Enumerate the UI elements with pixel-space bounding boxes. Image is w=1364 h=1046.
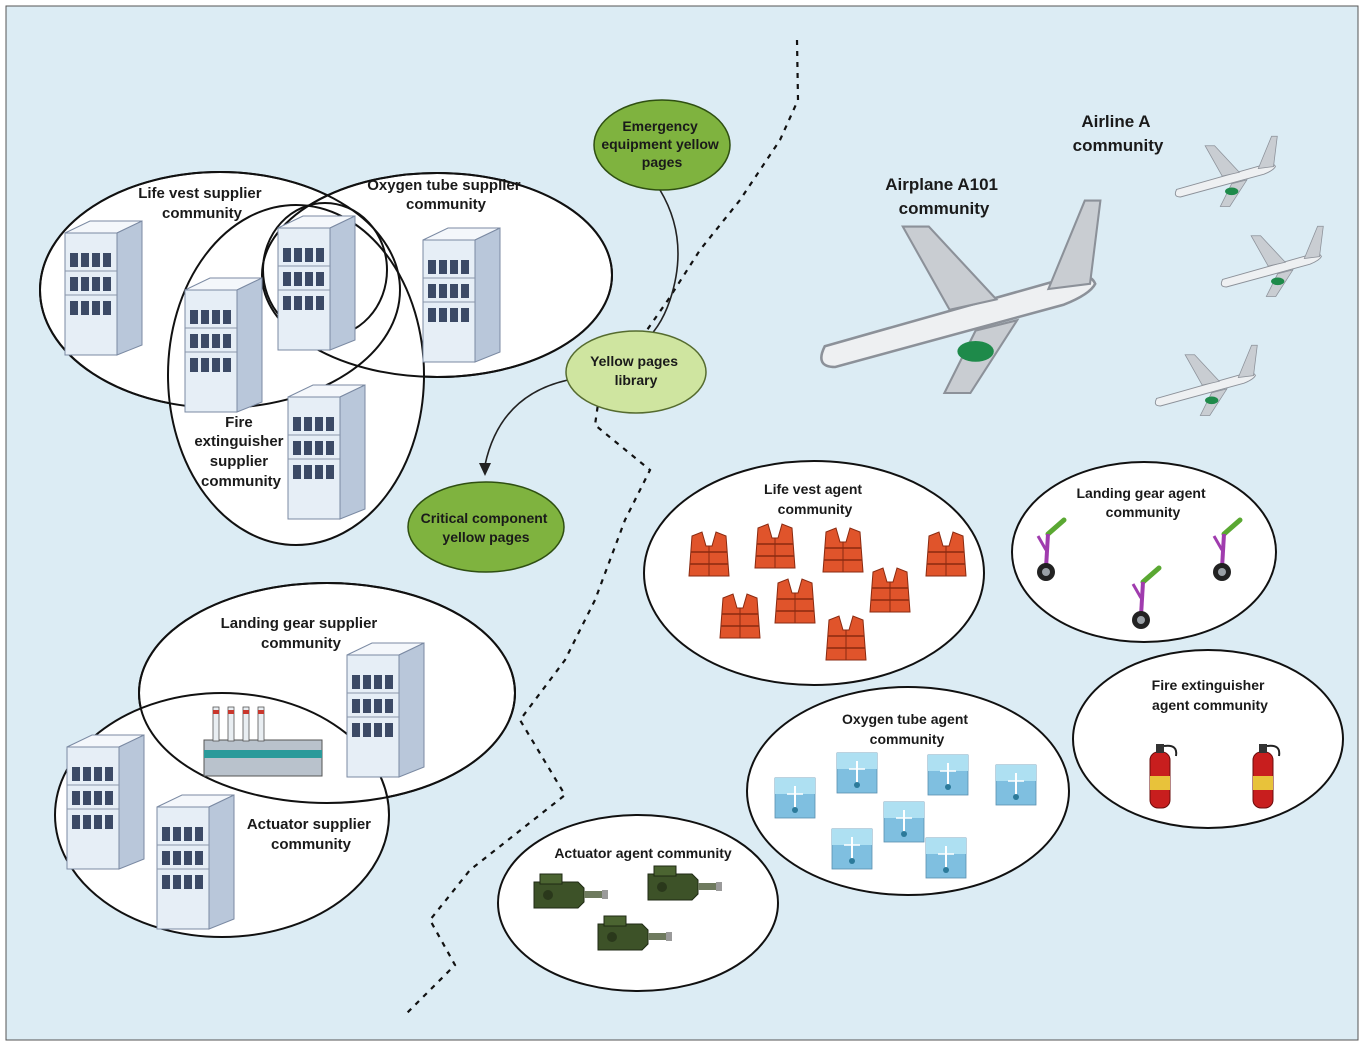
emergency-equipment-yellow-pages-node: Emergency equipment yellow pages xyxy=(593,99,731,191)
actuator-agent-community: Actuator agent community xyxy=(497,814,779,992)
building-icon xyxy=(422,227,501,363)
building-icon xyxy=(64,220,143,356)
svg-text:Emergency equipment yell: Emergency equipment yellow pages xyxy=(601,118,722,170)
oxygen-tube-icon xyxy=(995,764,1037,806)
oxygen-tube-supplier-label: Oxygen tube supplier community xyxy=(367,177,525,213)
landing-gear-supplier-label: Landing gear supplier community xyxy=(221,615,382,652)
life-vest-supplier-label: Life vest supplier community xyxy=(138,185,266,222)
oxygen-tube-agent-community: Oxygen tube agent community xyxy=(746,686,1070,896)
svg-text:Critical component yello: Critical component yellow pages xyxy=(421,510,552,545)
building-icon xyxy=(184,277,263,413)
svg-text:Oxygen tube agent commun: Oxygen tube agent community xyxy=(842,711,972,747)
building-icon xyxy=(287,384,366,520)
building-icon xyxy=(346,642,425,778)
svg-text:Fire extinguisher agent: Fire extinguisher agent community xyxy=(1152,677,1269,713)
oxygen-tube-icon xyxy=(927,754,969,796)
oxygen-tube-icon xyxy=(774,777,816,819)
oxygen-tube-supplier-outline xyxy=(261,172,613,378)
library-to-critical-link xyxy=(484,379,569,466)
svg-text:Actuator agent community: Actuator agent community xyxy=(554,845,732,861)
oxygen-tube-icon xyxy=(883,801,925,843)
building-icon xyxy=(277,215,356,351)
building-icon xyxy=(156,794,235,930)
svg-text:Landing gear agent commu: Landing gear agent community xyxy=(1076,485,1209,520)
arrowhead-icon xyxy=(479,463,491,476)
life-vest-agent-community: Life vest agent community xyxy=(643,460,985,686)
oxygen-tube-icon xyxy=(925,837,967,879)
oxygen-tube-icon xyxy=(831,828,873,870)
airplane-community-label: Airplane A101 community xyxy=(885,175,1002,218)
yellow-pages-library-node: Yellow pages library xyxy=(565,330,707,414)
boundary-line xyxy=(404,39,800,1016)
critical-component-yellow-pages-node: Critical component yellow pages xyxy=(407,481,565,573)
airline-community-label: Airline A community xyxy=(1073,112,1164,155)
actuator-supplier-label: Actuator supplier community xyxy=(247,816,375,853)
svg-text:Life vest agent communit: Life vest agent community xyxy=(764,481,866,517)
factory-icon xyxy=(203,706,323,777)
landing-gear-supplier-outline xyxy=(138,582,516,804)
fire-extinguisher-supplier-label: Fire extinguisher supplier community xyxy=(194,414,287,490)
fire-extinguisher-agent-community: Fire extinguisher agent community xyxy=(1072,649,1344,829)
building-icon xyxy=(66,734,145,870)
svg-text:Yellow pages library: Yellow pages library xyxy=(590,353,682,388)
landing-gear-agent-community: Landing gear agent community xyxy=(1011,461,1277,643)
oxygen-tube-icon xyxy=(836,752,878,794)
